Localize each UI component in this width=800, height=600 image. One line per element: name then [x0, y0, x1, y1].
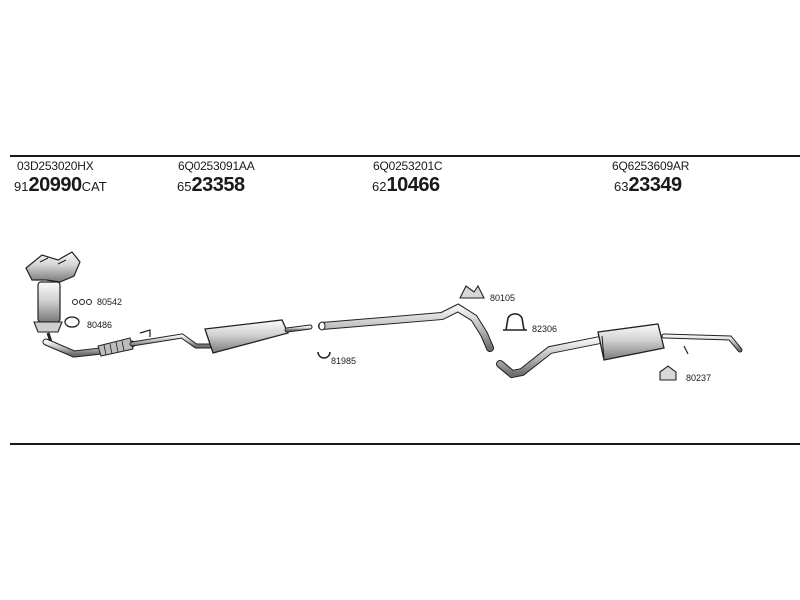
- oe-number-rear-silencer: 6Q6253609AR: [612, 159, 690, 173]
- article-prefix: 91: [14, 179, 29, 194]
- article-number: 10466: [386, 174, 440, 196]
- article-prefix: 62: [372, 179, 387, 194]
- accessory-label: 80105: [490, 293, 515, 303]
- article-number-intermediate-pipe[interactable]: 6210466: [372, 175, 440, 195]
- article-number-front-silencer[interactable]: 6523358: [177, 175, 245, 195]
- bottom-divider: [10, 443, 800, 445]
- accessory-clamp[interactable]: 81985: [317, 351, 356, 366]
- article-number: 23349: [628, 174, 682, 196]
- accessory-rubber-mount-top[interactable]: 80105: [459, 284, 515, 303]
- accessory-label: 80486: [87, 320, 112, 330]
- accessory-label: 80542: [97, 297, 122, 307]
- article-number: 20990: [28, 174, 82, 196]
- article-suffix: CAT: [81, 179, 107, 194]
- article-number: 23358: [191, 174, 245, 196]
- oe-number-intermediate-pipe: 6Q0253201C: [373, 159, 443, 173]
- oe-number-front-silencer: 6Q0253091AA: [178, 159, 255, 173]
- catalytic-converter-part[interactable]: [25, 251, 136, 358]
- accessory-nuts[interactable]: 80542: [72, 297, 123, 307]
- accessory-label: 80237: [686, 373, 711, 383]
- article-number-catalytic-converter[interactable]: 9120990CAT: [14, 175, 107, 195]
- top-divider: [10, 155, 800, 157]
- article-number-rear-silencer[interactable]: 6323349: [614, 175, 682, 195]
- front-silencer-part[interactable]: [129, 319, 313, 354]
- oe-number-catalytic-converter: 03D253020HX: [17, 159, 94, 173]
- intermediate-pipe-part[interactable]: [318, 303, 494, 352]
- accessory-gasket-ring[interactable]: 80486: [64, 316, 112, 330]
- accessory-rubber-mount-rear[interactable]: 80237: [659, 365, 711, 383]
- article-prefix: 63: [614, 179, 629, 194]
- accessory-label: 81985: [331, 356, 356, 366]
- rear-silencer-part[interactable]: [496, 323, 743, 379]
- accessory-u-clamp[interactable]: 82306: [503, 313, 557, 334]
- article-prefix: 65: [177, 179, 192, 194]
- accessory-label: 82306: [532, 324, 557, 334]
